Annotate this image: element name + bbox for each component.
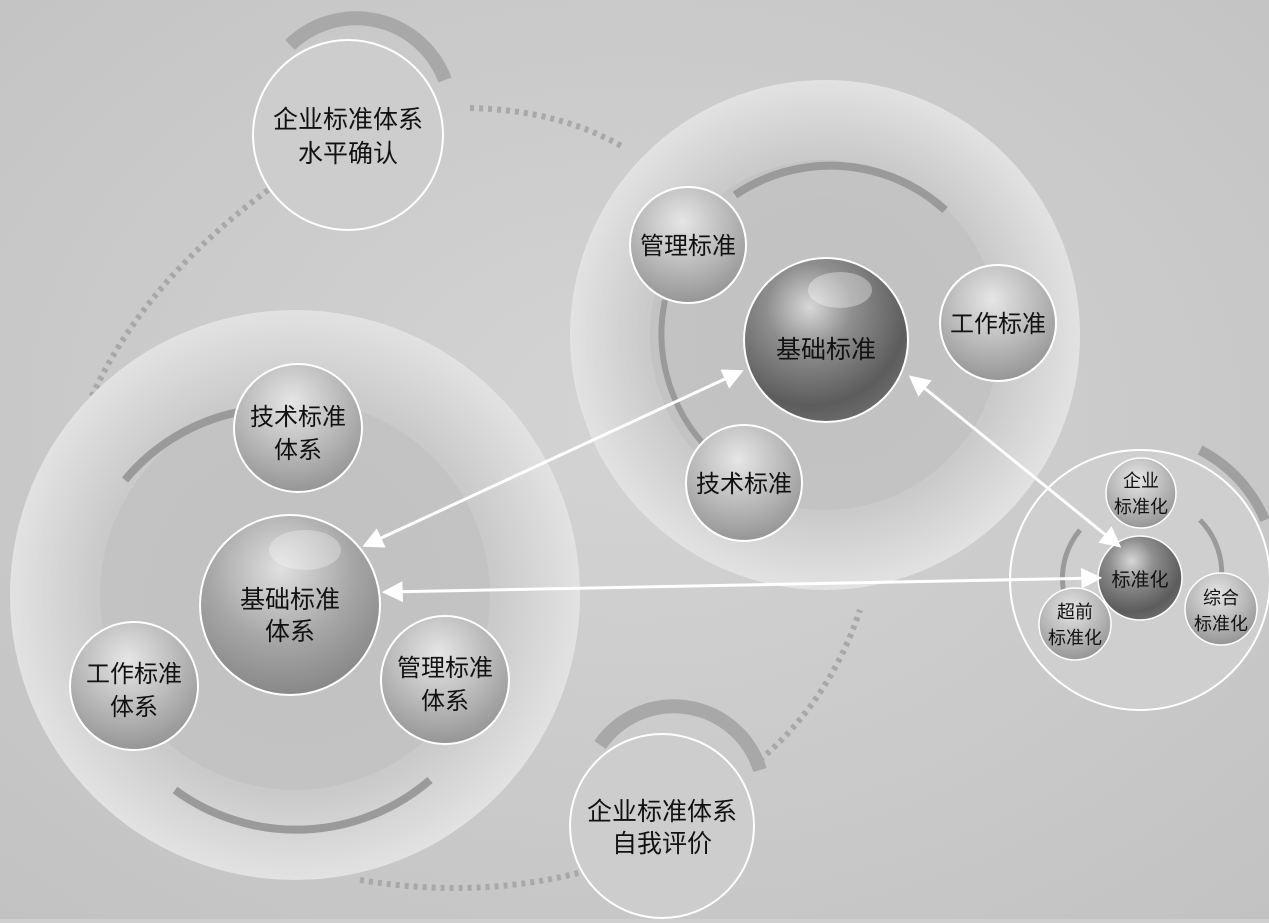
bottom-node-circle bbox=[569, 733, 755, 919]
left-sat-work-line1: 工作标准 bbox=[86, 660, 182, 688]
left-sat-technical-sphere bbox=[233, 363, 363, 493]
top-node-circle bbox=[252, 39, 444, 231]
small-sat-advanced-line2: 标准化 bbox=[1048, 628, 1102, 649]
small-cluster-center-label: 标准化 bbox=[1111, 569, 1168, 591]
sphere-highlight bbox=[269, 530, 341, 570]
small-sat-enterprise-line2: 标准化 bbox=[1114, 497, 1168, 518]
bottom-node-line1: 企业标准体系 bbox=[587, 797, 737, 826]
small-cluster-center: 标准化 bbox=[1097, 535, 1183, 621]
left-sat-management-line1: 管理标准 bbox=[397, 654, 493, 682]
left-cluster-orbit-arc bbox=[172, 776, 433, 834]
small-sat-advanced: 超前 标准化 bbox=[1038, 587, 1112, 661]
arrow-right-center-to-small-center bbox=[908, 375, 1122, 548]
left-cluster-center-line1: 基础标准 bbox=[240, 585, 340, 614]
right-cluster-center-label: 基础标准 bbox=[776, 335, 876, 364]
left-sat-management-line2: 体系 bbox=[421, 687, 469, 715]
right-sat-management-sphere bbox=[629, 186, 747, 304]
right-cluster-center-sphere bbox=[743, 257, 909, 423]
connectors bbox=[362, 369, 1122, 603]
bottom-node: 企业标准体系 自我评价 bbox=[569, 733, 755, 919]
right-cluster-orbit-arc bbox=[732, 161, 948, 213]
arrow-left-center-to-right-center bbox=[362, 369, 744, 548]
right-sat-work: 工作标准 bbox=[939, 264, 1057, 382]
small-sat-comprehensive: 综合 标准化 bbox=[1184, 572, 1258, 646]
left-sat-technical-line2: 体系 bbox=[274, 436, 322, 464]
bottom-node-line2: 自我评价 bbox=[612, 829, 712, 858]
left-cluster-orbit-arc bbox=[121, 406, 251, 483]
arrow-left-center-to-small-center bbox=[381, 567, 1103, 603]
left-sat-work-sphere bbox=[69, 621, 199, 751]
top-node-line2: 水平确认 bbox=[298, 139, 398, 168]
small-sat-advanced-sphere bbox=[1038, 587, 1112, 661]
left-cluster-center: 基础标准 体系 bbox=[199, 514, 381, 696]
sphere-highlight bbox=[808, 272, 872, 308]
small-sat-enterprise-line1: 企业 bbox=[1123, 471, 1159, 492]
right-sat-management: 管理标准 bbox=[629, 186, 747, 304]
small-cluster-orbit-arc bbox=[1197, 445, 1269, 523]
right-cluster-center: 基础标准 bbox=[743, 257, 909, 423]
small-sat-advanced-line1: 超前 bbox=[1057, 602, 1093, 623]
small-sat-comprehensive-line2: 标准化 bbox=[1194, 614, 1248, 635]
small-sat-enterprise: 企业 标准化 bbox=[1105, 457, 1177, 529]
left-sat-management: 管理标准 体系 bbox=[380, 615, 510, 745]
left-sat-work-line2: 体系 bbox=[110, 693, 158, 721]
small-sat-comprehensive-line1: 综合 bbox=[1203, 588, 1239, 609]
left-sat-technical-line1: 技术标准 bbox=[250, 403, 346, 431]
right-sat-work-label: 工作标准 bbox=[950, 310, 1046, 338]
left-sat-technical: 技术标准 体系 bbox=[233, 363, 363, 493]
left-sat-management-sphere bbox=[380, 615, 510, 745]
left-cluster-center-line2: 体系 bbox=[265, 617, 315, 646]
small-sat-comprehensive-sphere bbox=[1184, 572, 1258, 646]
left-sat-work: 工作标准 体系 bbox=[69, 621, 199, 751]
left-cluster-center-sphere bbox=[199, 514, 381, 696]
right-sat-technical-label: 技术标准 bbox=[696, 470, 792, 498]
right-sat-technical: 技术标准 bbox=[685, 424, 803, 542]
top-node-line1: 企业标准体系 bbox=[273, 105, 423, 134]
right-sat-management-label: 管理标准 bbox=[640, 232, 736, 260]
bottom-node-shadow-arc bbox=[594, 699, 767, 773]
top-node: 企业标准体系 水平确认 bbox=[252, 39, 444, 231]
top-node-shadow-arc bbox=[285, 11, 452, 83]
